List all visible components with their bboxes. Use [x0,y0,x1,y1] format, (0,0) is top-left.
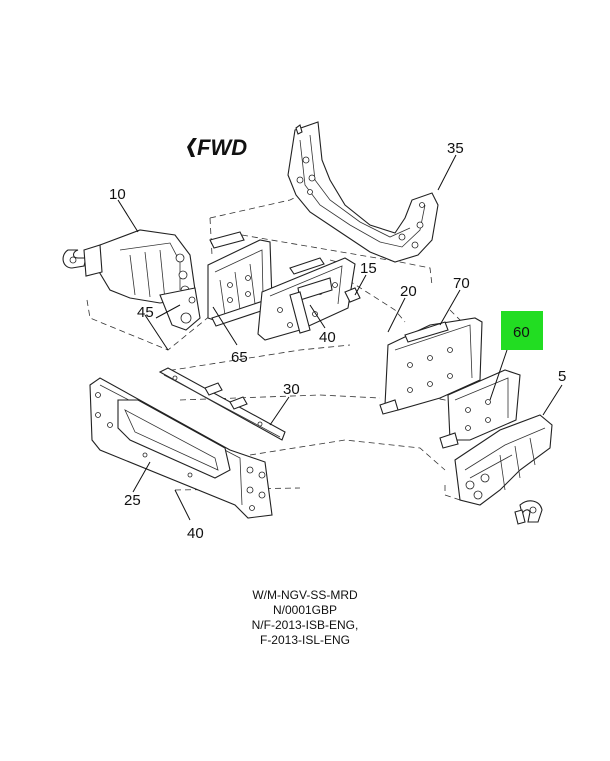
callout-5[interactable]: 5 [558,368,566,385]
callout-15[interactable]: 15 [360,260,377,277]
part-60-plate [439,369,521,449]
callout-35[interactable]: 35 [447,140,464,157]
note-line-2: N/0001GBP [272,603,338,617]
callout-70[interactable]: 70 [453,275,470,292]
note-line-4: F-2013-ISL-ENG [259,633,351,647]
callout-45[interactable]: 45 [137,304,154,321]
fwd-indicator: FWD [187,135,247,160]
part-30-cross-rail [158,367,286,441]
callout-65[interactable]: 65 [231,349,248,366]
part-35-crossmember [287,121,439,263]
callout-40-upper[interactable]: 40 [319,329,336,346]
part-25-lower-frame [89,377,273,519]
leader-lines [117,154,563,521]
note-line-1: W/M-NGV-SS-MRD [252,588,358,602]
part-15-bracket [344,287,361,303]
callout-20[interactable]: 20 [400,283,417,300]
part-10-left-bracket [62,229,201,331]
part-70-right-bracket [379,317,483,415]
callout-60[interactable]: 60 [513,324,530,341]
note-line-3: N/F-2013-ISB-ENG, [251,618,359,632]
callout-labels: 35 10 15 20 70 60 45 40 65 5 30 25 40 [109,140,566,542]
callout-25[interactable]: 25 [124,492,141,509]
fwd-arrow-icon [187,138,197,157]
part-40-upper-plate [257,257,356,341]
applicability-notes: W/M-NGV-SS-MRD N/0001GBP N/F-2013-ISB-EN… [205,588,405,648]
item-60-highlight[interactable] [501,311,543,350]
part-5-right-bracket [454,414,553,525]
callout-40-lower[interactable]: 40 [187,525,204,542]
callout-10[interactable]: 10 [109,186,126,203]
callout-30[interactable]: 30 [283,381,300,398]
fwd-label: FWD [197,135,247,160]
part-65-inner-bracket [207,231,277,327]
